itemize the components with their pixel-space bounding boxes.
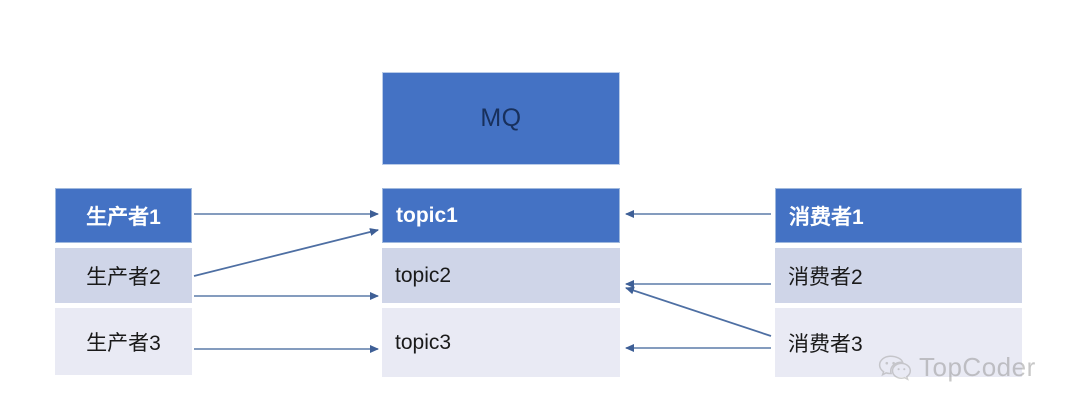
producer-label-1: 生产者1 — [86, 205, 161, 229]
producer-row-1[interactable]: 生产者1 — [55, 188, 192, 243]
producers-column: 生产者1 生产者2 生产者3 — [55, 188, 192, 375]
mq-label: MQ — [480, 104, 522, 132]
topic-label-3: topic3 — [395, 330, 452, 354]
consumer-row-3[interactable]: 消费者3 — [775, 308, 1022, 377]
topic-label-1: topic1 — [396, 203, 458, 227]
topic-label-2: topic2 — [395, 263, 452, 287]
row-divider — [55, 303, 192, 308]
mq-box: MQ — [382, 72, 620, 165]
arrow-producer2-topic1 — [193, 228, 379, 277]
arrow-consumer3-topic2 — [625, 286, 772, 337]
row-divider — [382, 303, 620, 308]
producer-row-3[interactable]: 生产者3 — [55, 308, 192, 375]
consumer-row-1[interactable]: 消费者1 — [775, 188, 1022, 243]
watermark-text: TopCoder — [919, 352, 1036, 382]
consumer-label-2: 消费者2 — [788, 265, 863, 289]
topic-row-2[interactable]: topic2 — [382, 248, 620, 303]
row-divider — [775, 243, 1022, 248]
row-divider — [382, 243, 620, 248]
watermark: TopCoder — [878, 352, 1036, 383]
topic-row-3[interactable]: topic3 — [382, 308, 620, 377]
consumer-label-3: 消费者3 — [788, 332, 863, 356]
topics-column: topic1 topic2 topic3 — [382, 188, 620, 377]
row-divider — [55, 243, 192, 248]
row-divider — [775, 303, 1022, 308]
consumers-column: 消费者1 消费者2 消费者3 — [775, 188, 1022, 377]
consumer-row-2[interactable]: 消费者2 — [775, 248, 1022, 303]
producer-label-3: 生产者3 — [86, 331, 161, 355]
producer-label-2: 生产者2 — [86, 265, 161, 289]
wechat-icon — [878, 354, 912, 381]
producer-row-2[interactable]: 生产者2 — [55, 248, 192, 303]
topic-row-1[interactable]: topic1 — [382, 188, 620, 243]
consumer-label-1: 消费者1 — [789, 205, 864, 229]
